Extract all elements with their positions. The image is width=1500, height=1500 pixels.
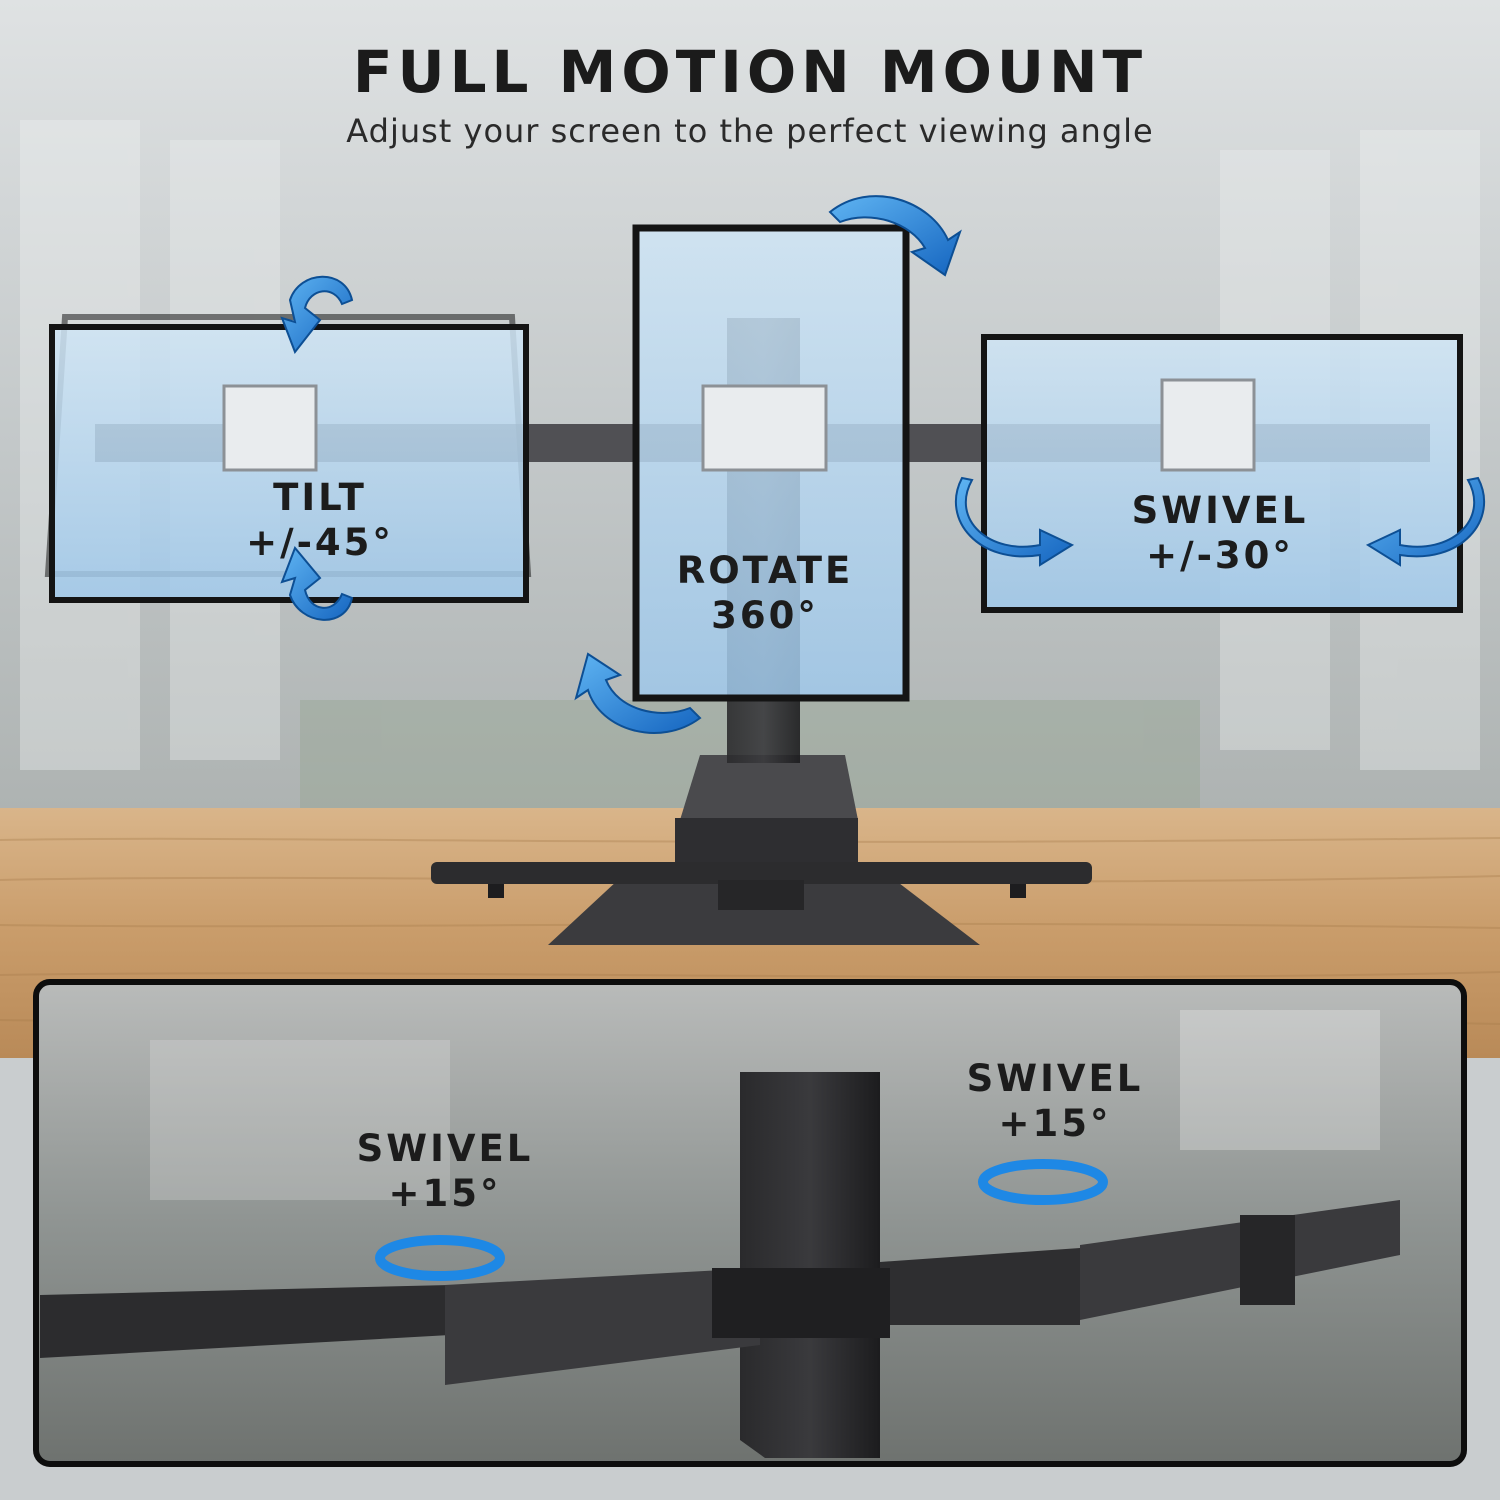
swivel-arm-left-range: +15°	[388, 1172, 502, 1216]
closeup-arm-left	[40, 1285, 450, 1358]
swivel-arrow-arm-left	[375, 1235, 505, 1281]
swivel-arrow-left	[955, 476, 1075, 567]
swivel-monitor-label: SWIVEL +/-30°	[1100, 488, 1340, 578]
motion-arrows	[280, 195, 1485, 734]
swivel-arm-right-range: +15°	[998, 1102, 1112, 1146]
tilt-range: +/-45°	[246, 521, 394, 565]
center-monitor	[632, 224, 910, 702]
swivel-arrow-right	[1365, 476, 1485, 567]
tilt-label: TILT +/-45°	[200, 475, 440, 565]
tilt-name: TILT	[273, 476, 367, 519]
left-monitor	[44, 314, 532, 603]
swivel-arm-right-label: SWIVEL +15°	[940, 1056, 1170, 1146]
stand-base	[431, 755, 1092, 945]
swivel-arm-right-name: SWIVEL	[966, 1057, 1144, 1100]
closeup-inset	[33, 979, 1467, 1467]
swivel-arm-left-label: SWIVEL +15°	[330, 1126, 560, 1216]
tilt-arrow-top	[280, 275, 354, 355]
rotate-label: ROTATE 360°	[645, 548, 885, 638]
page-subtitle: Adjust your screen to the perfect viewin…	[346, 112, 1154, 150]
rotate-arrow-bottom	[574, 652, 702, 734]
tilt-arrow-bottom	[280, 546, 354, 621]
swivel-arrow-arm-right	[978, 1159, 1108, 1205]
rotate-arrow-top	[828, 195, 962, 277]
closeup-arm-right	[880, 1248, 1080, 1325]
swivel-monitor-range: +/-30°	[1146, 534, 1294, 578]
swivel-arm-left-name: SWIVEL	[356, 1127, 534, 1170]
rotate-range: 360°	[711, 594, 819, 638]
rotate-name: ROTATE	[676, 549, 854, 592]
swivel-monitor-name: SWIVEL	[1131, 489, 1309, 532]
page-title: FULL MOTION MOUNT	[352, 38, 1148, 106]
closeup-pole	[740, 1072, 880, 1458]
right-monitor	[981, 334, 1463, 613]
